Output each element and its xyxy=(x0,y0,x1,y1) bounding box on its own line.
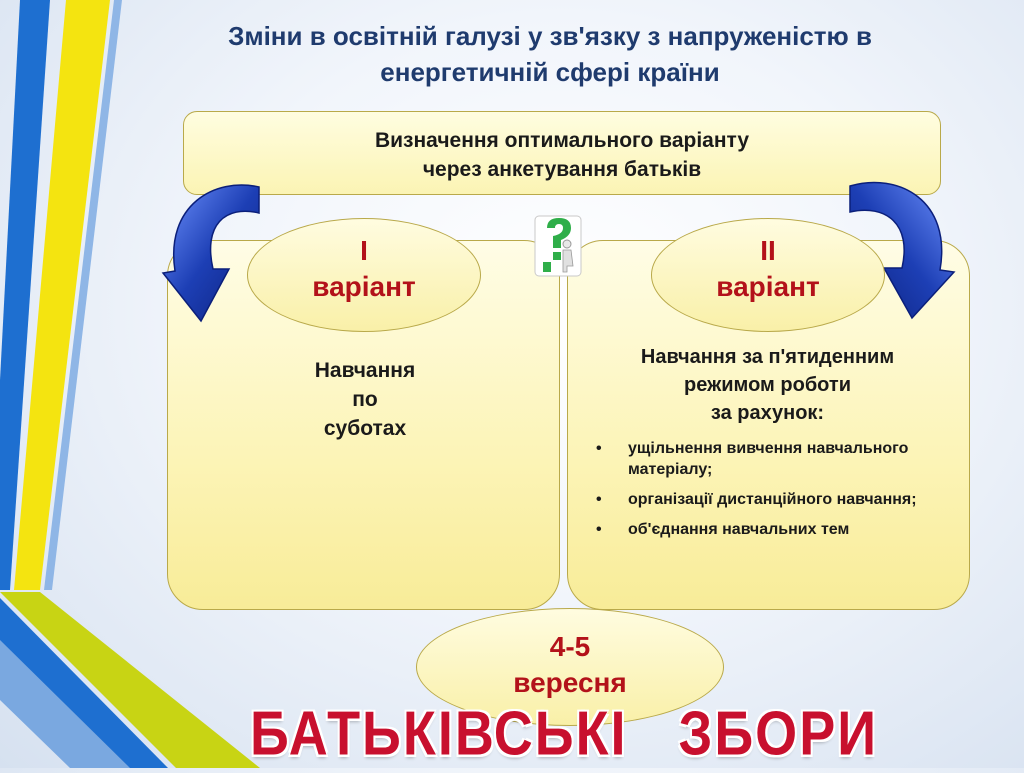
date-oval: 4-5 вересня xyxy=(416,608,724,726)
survey-line-1: Визначення оптимального варіанту xyxy=(374,129,750,152)
option-2-bullet-list: • ущільнення вивчення навчального матеріа… xyxy=(596,438,936,549)
option-1-oval: І варіант xyxy=(247,218,481,332)
bullet-dot-icon: • xyxy=(596,440,602,457)
option-2-heading: Навчання за п'ятиденним режимом роботи з… xyxy=(590,343,945,427)
option-1-text-line: по xyxy=(352,388,378,411)
option-1-text: Навчання по суботах xyxy=(260,356,470,443)
survey-line-2: через анкетування батьків xyxy=(422,158,702,181)
bullet-text: об'єднання навчальних тем xyxy=(628,521,850,538)
curved-arrow-left-icon xyxy=(161,184,260,323)
ribbon-bottom-blue xyxy=(0,598,168,768)
slide-title: Зміни в освітній галузі у зв'язку з напр… xyxy=(228,21,872,87)
question-figure-icon xyxy=(534,215,582,277)
option-2-number: ІІ xyxy=(760,235,776,266)
ribbon-top-lightblue xyxy=(44,0,122,590)
option-1-text-line: Навчання xyxy=(314,359,416,382)
survey-box: Визначення оптимального варіанту через а… xyxy=(183,111,941,195)
bullet-item: • організації дистанційного навчання; xyxy=(596,489,936,510)
option-1-text-line: суботах xyxy=(323,417,407,440)
curved-arrow-right-icon xyxy=(849,181,956,320)
bullet-item: • об'єднання навчальних тем xyxy=(596,519,936,540)
option-2-heading-line: режимом роботи xyxy=(684,374,851,396)
option-2-label: варіант xyxy=(716,271,820,302)
bullet-dot-icon: • xyxy=(596,521,602,538)
bullet-text: організації дистанційного навчання; xyxy=(628,491,917,508)
date-month: вересня xyxy=(513,667,627,698)
survey-box-text: Визначення оптимального варіанту через а… xyxy=(184,126,940,184)
option-1-number: І xyxy=(360,235,368,266)
ribbon-bottom-light xyxy=(0,640,130,768)
ribbon-top-yellow xyxy=(14,0,110,590)
option-2-heading-line: Навчання за п'ятиденним xyxy=(640,346,895,368)
option-2-heading-line: за рахунок: xyxy=(710,402,825,424)
option-2-oval: ІІ варіант xyxy=(651,218,885,332)
ribbon-bottom-yellow xyxy=(0,592,260,768)
date-days: 4-5 xyxy=(549,631,591,662)
bullet-text: ущільнення вивчення навчального матеріал… xyxy=(628,440,909,478)
ribbon-top-blue xyxy=(0,0,50,590)
bullet-dot-icon: • xyxy=(596,491,602,508)
meeting-title: БАТЬКІВСЬКІ ЗБОРИ xyxy=(250,699,879,769)
option-1-label: варіант xyxy=(312,271,416,302)
bullet-item: • ущільнення вивчення навчального матеріа… xyxy=(596,438,936,480)
